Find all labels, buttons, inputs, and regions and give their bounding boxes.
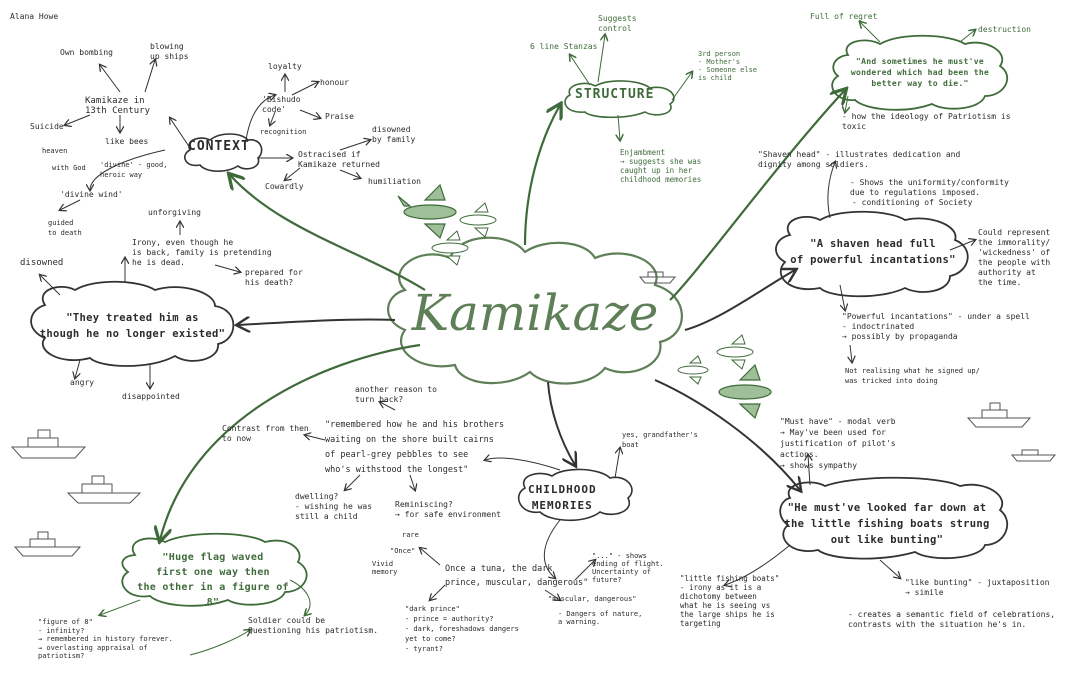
note-figure-of-8: "figure of 8" - infinity? → remembered i… — [38, 618, 173, 660]
quote-better-way: "And sometimes he must've wondered which… — [850, 57, 990, 88]
context-heaven: heaven — [42, 147, 68, 155]
note-disappointed: disappointed — [122, 392, 180, 401]
note-disowned: disowned — [20, 258, 64, 268]
note-could-represent: Could represent the immorality/ 'wickedn… — [978, 228, 1051, 287]
note-incantations: "Powerful incantations" - under a spell … — [842, 312, 1030, 341]
context-loyalty: loyalty — [268, 62, 302, 71]
note-contrast: Contrast from then to now — [222, 424, 309, 443]
plane-icon — [431, 202, 754, 385]
context-suicide: Suicide — [30, 122, 64, 131]
ship-icon — [10, 271, 1057, 557]
note-uniformity: - Shows the uniformity/conformity due to… — [850, 178, 1009, 197]
context-cowardly: Cowardly — [265, 182, 304, 191]
note-shaven-dedication: "Shaven head" - illustrates dedication a… — [758, 150, 961, 169]
note-angry: angry — [70, 378, 95, 387]
note-ideology: - how the ideology of Patriotism is toxi… — [842, 112, 1011, 131]
context-blowing: blowing up ships — [150, 42, 189, 61]
note-rare: rare — [402, 531, 419, 539]
context-with-god: with God — [52, 164, 86, 172]
structure-control: Suggests control — [598, 14, 637, 33]
context-recognition: recognition — [260, 128, 307, 136]
context-divine-wind: 'divine wind' — [60, 190, 123, 199]
note-destruction: destruction — [978, 25, 1031, 34]
quote-cairns: "remembered how he and his brothers wait… — [325, 420, 505, 475]
central-cloud — [387, 236, 683, 385]
context-humiliation: humiliation — [368, 177, 421, 186]
author-name: Alana Howe — [10, 12, 59, 21]
note-vivid: Vivid memory — [372, 560, 398, 576]
structure-stanzas: 6 line Stanzas — [530, 42, 598, 51]
note-reminiscing: Reminiscing? → for safe environment — [395, 500, 501, 519]
note-once: "Once" — [390, 547, 416, 555]
structure-heading: STRUCTURE — [575, 87, 655, 102]
context-ostracised: Ostracised if Kamikaze returned — [298, 150, 380, 169]
note-little-fishing-boats: "little fishing boats" - irony as it is … — [680, 574, 780, 628]
quote-fishing-boats: "He must've looked far down at the littl… — [784, 502, 990, 546]
note-ellipsis: "..." - shows ending of flight. Uncertai… — [592, 552, 664, 584]
context-disowned-family: disowned by family — [372, 125, 416, 144]
note-unforgiving: unforgiving — [148, 208, 201, 217]
context-heading: CONTEXT — [188, 139, 250, 154]
note-irony: Irony, even though he is back, family is… — [132, 238, 272, 267]
context-bees: like bees — [105, 137, 149, 146]
context-honour: honour — [320, 78, 349, 87]
note-muscular: "muscular, dangerous" — [548, 595, 637, 603]
note-another-reason: another reason to turn back? — [355, 385, 437, 404]
central-title: Kamikaze — [411, 284, 659, 342]
note-like-bunting: "like bunting" - juxtaposition → simile — [905, 578, 1050, 597]
plane-icon — [718, 363, 772, 420]
structure-enjambment: Enjambment → suggests she was caught up … — [620, 148, 702, 184]
note-soldier: Soldier could be Questioning his patriot… — [248, 616, 379, 635]
note-dwelling: dwelling? - wishing he was still a child — [295, 492, 373, 521]
note-regret: Full of regret — [810, 12, 878, 21]
plane-icon — [397, 183, 457, 240]
structure-third-person: 3rd person - Mother's - Someone else is … — [698, 50, 758, 82]
note-grandfather: yes, grandfather's boat — [622, 431, 698, 449]
quote-shaven-head: "A shaven head full of powerful incantat… — [790, 238, 956, 266]
quote-tuna: Once a tuna, the dark prince, muscular, … — [445, 564, 589, 588]
note-realising: Not realising what he signed up/ was tri… — [845, 367, 980, 385]
note-dark-prince: "dark prince" - prince = authority? - da… — [405, 605, 519, 653]
note-must-have: "Must have" - modal verb → May've been u… — [780, 417, 896, 470]
context-bushido: 'Bishudo code' — [262, 95, 301, 114]
context-divine-good: 'divine' - good, heroic way — [100, 161, 168, 179]
childhood-heading: CHILDHOOD MEMORIES — [528, 483, 597, 512]
note-semantic-field: - creates a semantic field of celebratio… — [848, 610, 1056, 629]
note-dangers: - Dangers of nature, a warning. — [558, 610, 643, 626]
note-conditioning: - conditioning of Society — [852, 198, 973, 207]
context-praise: Praise — [325, 112, 354, 121]
quote-huge-flag: "Huge flag waved first one way then the … — [137, 552, 289, 608]
note-prepared: prepared for his death? — [245, 268, 303, 287]
context-guided: guided to death — [48, 219, 82, 237]
quote-no-longer-existed: "They treated him as though he no longer… — [39, 312, 226, 340]
context-century: Kamikaze in 13th Century — [85, 96, 151, 116]
context-bombing: Own bombing — [60, 48, 113, 57]
